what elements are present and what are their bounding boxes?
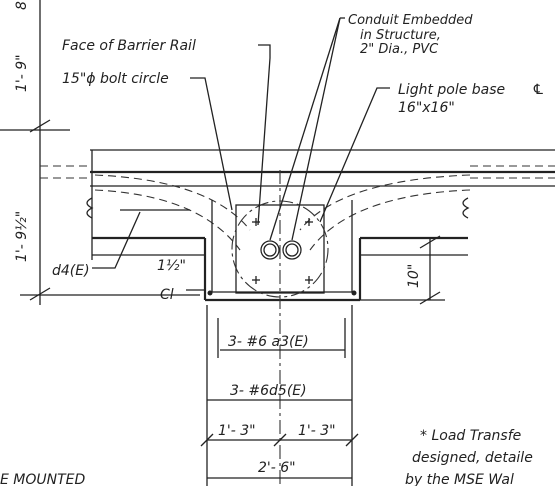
mounted-title: E MOUNTED bbox=[0, 472, 86, 486]
conduit-label-2: in Structure, bbox=[360, 28, 441, 43]
face-of-rail-label: Face of Barrier Rail bbox=[62, 38, 196, 54]
cl-symbol: ℄ bbox=[532, 82, 545, 98]
d5e-label: 3- #6d5(E) bbox=[230, 383, 307, 399]
d4e-label: d4(E) bbox=[52, 263, 90, 279]
note-line-3: by the MSE Wal bbox=[405, 472, 514, 486]
dim-top: 1'- 9" bbox=[14, 54, 30, 92]
clearance-dim: 1½" bbox=[157, 258, 186, 274]
right-dimension bbox=[360, 235, 445, 305]
conduit-label-3: 2" Dia., PVC bbox=[360, 42, 439, 57]
a3e-label: 3- #6 a3(E) bbox=[228, 334, 309, 350]
dim-mid: 1'- 9½" bbox=[14, 211, 30, 262]
leaders bbox=[92, 17, 390, 291]
dim-right: 1'- 3" bbox=[298, 423, 336, 439]
barrier-rail bbox=[86, 149, 555, 260]
clearance-label: Cl bbox=[160, 287, 174, 303]
note-line-1: * Load Transfe bbox=[420, 428, 521, 444]
dim-left: 1'- 3" bbox=[218, 423, 256, 439]
dim-clipped: 8 bbox=[14, 1, 30, 10]
bolt-circle-label: 15"ϕ bolt circle bbox=[62, 71, 169, 87]
bottom-dimensions bbox=[200, 305, 359, 486]
left-dimension bbox=[0, 0, 200, 305]
light-pole-base bbox=[231, 170, 329, 486]
dim-total: 2'- 6" bbox=[258, 460, 296, 476]
light-pole-label-1: Light pole base bbox=[398, 82, 505, 98]
light-pole-label-2: 16"x16" bbox=[398, 100, 455, 116]
conduit-label-1: Conduit Embedded bbox=[348, 13, 473, 28]
note-line-2: designed, detaile bbox=[412, 450, 533, 466]
dashed-lines bbox=[40, 165, 555, 251]
dim-10: 10" bbox=[406, 264, 422, 288]
